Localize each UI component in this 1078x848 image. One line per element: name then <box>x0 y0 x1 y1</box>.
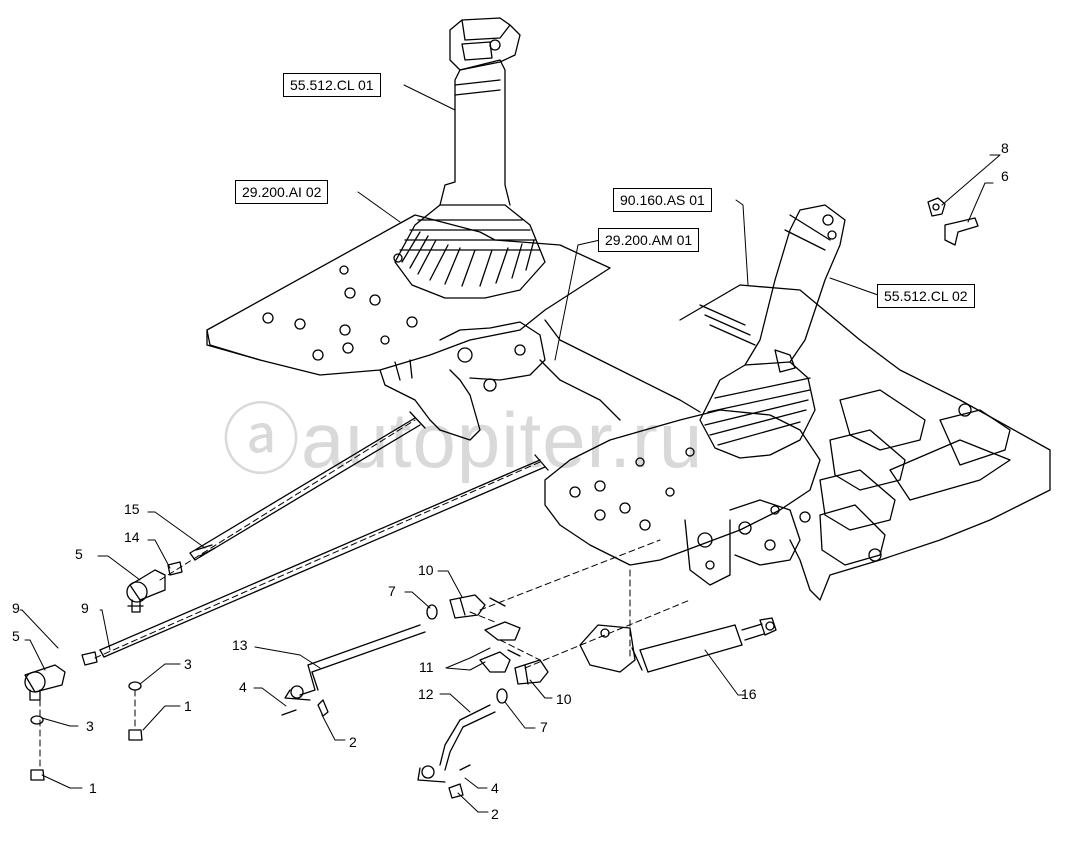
watermark-logo-icon: ⓐ <box>222 396 302 484</box>
gas-spring <box>579 617 777 673</box>
callout-7-lower: 7 <box>540 719 548 735</box>
ball-joints <box>24 561 183 781</box>
callout-13: 13 <box>232 637 248 653</box>
right-mount-plate <box>544 409 821 566</box>
assembly-dashed-lines <box>39 419 691 771</box>
linkage-arms <box>281 624 496 799</box>
leader-lines <box>19 84 1001 813</box>
ref-label-29200am01[interactable]: 29.200.AM 01 <box>598 228 700 252</box>
callout-5-upper: 5 <box>75 546 83 562</box>
callout-11: 11 <box>419 659 434 675</box>
callout-10-upper: 10 <box>418 562 434 578</box>
ref-label-55512cl02[interactable]: 55.512.CL 02 <box>877 284 975 308</box>
callout-3-lower: 3 <box>86 718 94 734</box>
callout-4-left: 4 <box>239 679 247 695</box>
ref-label-55512cl01[interactable]: 55.512.CL 01 <box>283 73 381 97</box>
callout-4-right: 4 <box>491 780 499 796</box>
right-bracket <box>684 499 811 586</box>
watermark: ⓐautopiter.ru <box>222 378 703 490</box>
callout-15: 15 <box>124 501 140 517</box>
callout-1-upper: 1 <box>184 698 192 714</box>
callout-14: 14 <box>124 529 140 545</box>
left-bracket <box>379 321 546 441</box>
watermark-text: autopiter.ru <box>301 396 704 484</box>
callout-5-lower: 5 <box>12 628 20 644</box>
left-mount-plate <box>206 214 611 376</box>
clamp-and-nut <box>927 197 979 246</box>
callout-2-right: 2 <box>491 806 499 822</box>
callout-8: 8 <box>1001 140 1009 156</box>
callout-1-lower: 1 <box>89 780 97 796</box>
clevises-and-clips <box>426 594 549 704</box>
callout-9-right: 9 <box>81 600 89 616</box>
control-rods <box>99 411 549 658</box>
callout-9-left: 9 <box>12 600 20 616</box>
left-joystick <box>394 17 546 299</box>
callout-2-left: 2 <box>349 734 357 750</box>
right-joystick <box>699 204 846 459</box>
right-frame <box>539 284 1051 601</box>
callout-10-lower: 10 <box>556 691 572 707</box>
ref-label-90160as01[interactable]: 90.160.AS 01 <box>613 188 712 212</box>
callout-16: 16 <box>741 686 757 702</box>
callout-6: 6 <box>1001 168 1009 184</box>
callout-7-upper: 7 <box>388 583 396 599</box>
callout-12: 12 <box>418 686 434 702</box>
ref-label-29200ai02[interactable]: 29.200.AI 02 <box>235 180 329 204</box>
callout-3-upper: 3 <box>184 656 192 672</box>
